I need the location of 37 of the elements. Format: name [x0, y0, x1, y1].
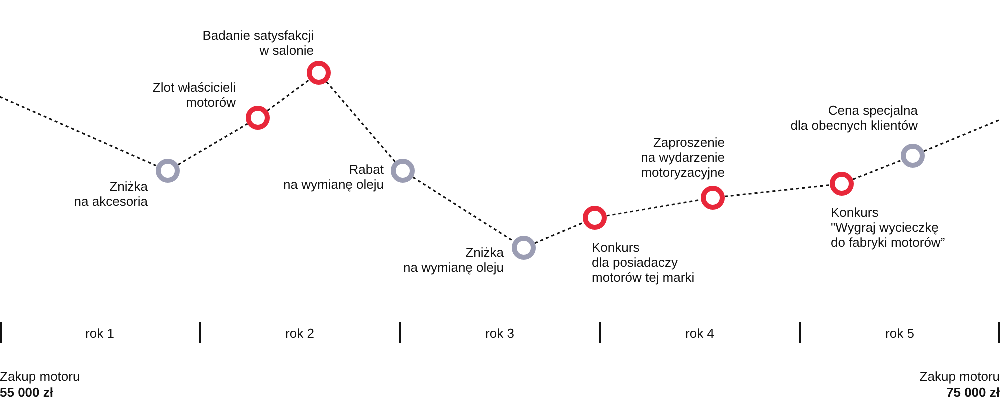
milestone-circle	[246, 106, 270, 130]
dotted-connector	[178, 123, 248, 166]
dotted-connector	[724, 184, 830, 198]
milestone-caption: Cena specjalna dla obecnych klientów	[790, 103, 918, 133]
dotted-connector	[326, 82, 396, 162]
price-label: 55 000 zł	[0, 385, 54, 400]
purchase-label: Zakup motoru	[920, 369, 1000, 384]
milestone-circle	[391, 159, 415, 183]
milestone-circle	[512, 236, 536, 260]
milestone-caption: Rabat na wymianę oleju	[284, 162, 384, 192]
purchase-label: Zakup motoru	[0, 369, 80, 384]
milestone-circle	[156, 159, 180, 183]
year-label: rok 2	[284, 326, 316, 341]
milestone-circle	[307, 61, 331, 85]
milestone-caption: Zlot właścicieli motorów	[152, 80, 236, 110]
dotted-connector	[534, 222, 584, 244]
milestone-caption: Zniżka na wymianę oleju	[404, 245, 504, 275]
dotted-connector	[0, 96, 158, 167]
milestone-circle	[830, 172, 854, 196]
year-label: rok 3	[484, 326, 516, 341]
milestone-caption: Zaproszenie na wydarzenie motoryzacyjne	[641, 135, 725, 180]
milestone-circle	[901, 144, 925, 168]
dotted-connector	[412, 176, 514, 242]
milestone-caption: Badanie satysfakcji w salonie	[202, 28, 314, 58]
year-label: rok 5	[884, 326, 916, 341]
year-label: rok 4	[684, 326, 716, 341]
milestone-caption: Konkurs "Wygraj wycieczkę do fabryki motorów”	[831, 205, 946, 250]
milestone-caption: Zniżka na akcesoria	[74, 179, 148, 209]
dotted-connector	[852, 160, 902, 180]
milestone-circle	[701, 186, 725, 210]
milestone-caption: Konkurs dla posiadaczy motorów tej marki	[592, 240, 695, 285]
dotted-connector	[924, 119, 1000, 152]
dotted-connector	[606, 199, 702, 217]
milestone-circle	[583, 206, 607, 230]
price-label: 75 000 zł	[946, 385, 1000, 400]
year-label: rok 1	[84, 326, 116, 341]
dotted-connector	[267, 79, 310, 112]
